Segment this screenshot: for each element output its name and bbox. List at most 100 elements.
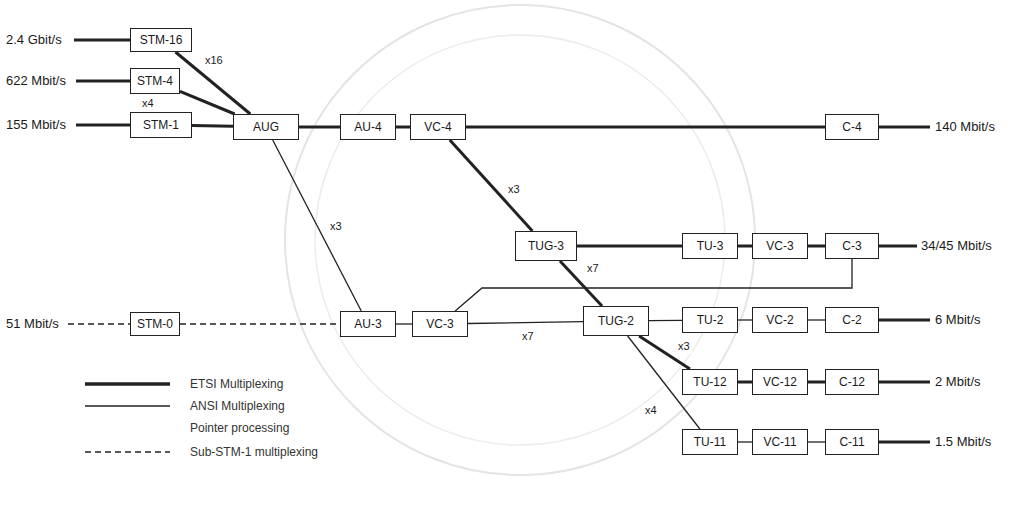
box-label: C-11 bbox=[839, 435, 864, 449]
process-box: C-11 bbox=[825, 429, 879, 455]
process-box: C-2 bbox=[825, 307, 879, 333]
connector-line bbox=[273, 140, 362, 311]
box-label: STM-1 bbox=[143, 118, 179, 132]
box-label: VC-12 bbox=[763, 375, 797, 389]
box-label: TU-3 bbox=[697, 239, 724, 253]
process-box: TU-11 bbox=[682, 429, 738, 455]
box-label: AU-3 bbox=[354, 317, 381, 331]
leader-line bbox=[76, 124, 130, 127]
legend-sample bbox=[85, 451, 170, 453]
multiplex-factor: x4 bbox=[140, 97, 156, 110]
box-label: TU-12 bbox=[693, 375, 726, 389]
process-box: TU-3 bbox=[682, 233, 738, 259]
process-box: TUG-2 bbox=[583, 306, 649, 336]
leader-line bbox=[68, 323, 130, 325]
process-box: C-3 bbox=[825, 233, 879, 259]
watermark-seal bbox=[315, 35, 725, 445]
box-label: C-12 bbox=[839, 375, 865, 389]
box-label: STM-0 bbox=[137, 317, 173, 331]
legend-entry: Pointer processing bbox=[190, 420, 289, 436]
connector-line bbox=[396, 323, 412, 324]
connector-line bbox=[466, 126, 825, 129]
process-box: TU-2 bbox=[682, 307, 738, 333]
box-label: VC-3 bbox=[426, 317, 453, 331]
process-box: VC-12 bbox=[752, 369, 808, 395]
process-box: STM-0 bbox=[130, 312, 180, 336]
connector-line bbox=[738, 441, 752, 442]
multiplex-factor: x3 bbox=[328, 220, 344, 233]
process-box: TU-12 bbox=[682, 369, 738, 395]
connector-line bbox=[808, 245, 825, 248]
box-label: AUG bbox=[253, 120, 279, 134]
connector-line bbox=[649, 320, 682, 322]
connector-line bbox=[192, 124, 233, 128]
leader-line bbox=[74, 39, 130, 42]
leader-line bbox=[879, 126, 930, 129]
multiplex-factor: x7 bbox=[520, 330, 536, 343]
multiplex-factor: x7 bbox=[585, 262, 601, 275]
process-box: C-4 bbox=[825, 114, 879, 140]
legend-sample bbox=[85, 382, 170, 386]
box-label: TUG-3 bbox=[528, 239, 564, 253]
connector-line bbox=[175, 52, 250, 114]
connector-line bbox=[455, 259, 852, 311]
connector-line bbox=[808, 319, 825, 320]
multiplex-factor: x16 bbox=[203, 54, 225, 67]
box-label: VC-4 bbox=[424, 120, 451, 134]
connector-line bbox=[738, 319, 752, 320]
bit-rate: 622 Mbit/s bbox=[6, 73, 66, 89]
box-label: TUG-2 bbox=[598, 314, 634, 328]
box-label: TU-11 bbox=[694, 435, 726, 449]
legend-entry: ANSI Multiplexing bbox=[190, 398, 285, 414]
connector-line bbox=[299, 126, 340, 129]
box-label: C-2 bbox=[842, 313, 861, 327]
leader-line bbox=[76, 80, 130, 83]
bit-rate: 1.5 Mbit/s bbox=[935, 434, 991, 450]
watermark-seal bbox=[285, 5, 755, 475]
legend-text: ETSI Multiplexing bbox=[190, 377, 283, 391]
process-box: C-12 bbox=[825, 369, 879, 395]
bit-rate: 6 Mbit/s bbox=[935, 312, 981, 328]
process-box: TUG-3 bbox=[515, 231, 577, 261]
box-label: C-3 bbox=[842, 239, 861, 253]
connector-line bbox=[180, 323, 340, 324]
box-label: C-4 bbox=[842, 120, 861, 134]
process-box: AU-4 bbox=[340, 114, 396, 140]
leader-line bbox=[879, 319, 930, 322]
leader-line bbox=[879, 441, 930, 444]
bit-rate: 51 Mbit/s bbox=[6, 316, 59, 332]
process-box: VC-11 bbox=[752, 429, 808, 455]
process-box: VC-3 bbox=[412, 311, 468, 337]
connector-line bbox=[808, 381, 825, 384]
box-label: VC-11 bbox=[763, 435, 796, 449]
multiplex-factor: x4 bbox=[643, 404, 659, 417]
bit-rate: 140 Mbit/s bbox=[935, 119, 995, 135]
process-box: VC-4 bbox=[410, 114, 466, 140]
connector-line bbox=[738, 381, 752, 384]
box-label: STM-4 bbox=[137, 74, 173, 88]
connector-line bbox=[468, 322, 583, 324]
bit-rate: 2.4 Gbit/s bbox=[6, 32, 62, 48]
box-label: AU-4 bbox=[354, 120, 381, 134]
process-box: VC-3 bbox=[752, 233, 808, 259]
connector-line bbox=[577, 245, 682, 248]
legend-entry: ETSI Multiplexing bbox=[190, 376, 283, 392]
box-label: VC-2 bbox=[766, 313, 793, 327]
process-box: AU-3 bbox=[340, 311, 396, 337]
bit-rate: 34/45 Mbit/s bbox=[921, 238, 992, 254]
box-label: TU-2 bbox=[697, 313, 724, 327]
bit-rate: 2 Mbit/s bbox=[935, 374, 981, 390]
multiplex-factor: x3 bbox=[506, 183, 522, 196]
connector-line bbox=[560, 261, 602, 306]
leader-line bbox=[879, 245, 917, 248]
legend-text: ANSI Multiplexing bbox=[190, 399, 285, 413]
legend-entry: Sub-STM-1 multiplexing bbox=[190, 444, 318, 460]
connector-line bbox=[738, 245, 752, 248]
legend-text: Pointer processing bbox=[190, 421, 289, 435]
connector-line bbox=[396, 126, 410, 129]
bit-rate: 155 Mbit/s bbox=[6, 117, 66, 133]
process-box: STM-16 bbox=[130, 28, 192, 52]
process-box: VC-2 bbox=[752, 307, 808, 333]
multiplex-factor: x3 bbox=[676, 340, 692, 353]
